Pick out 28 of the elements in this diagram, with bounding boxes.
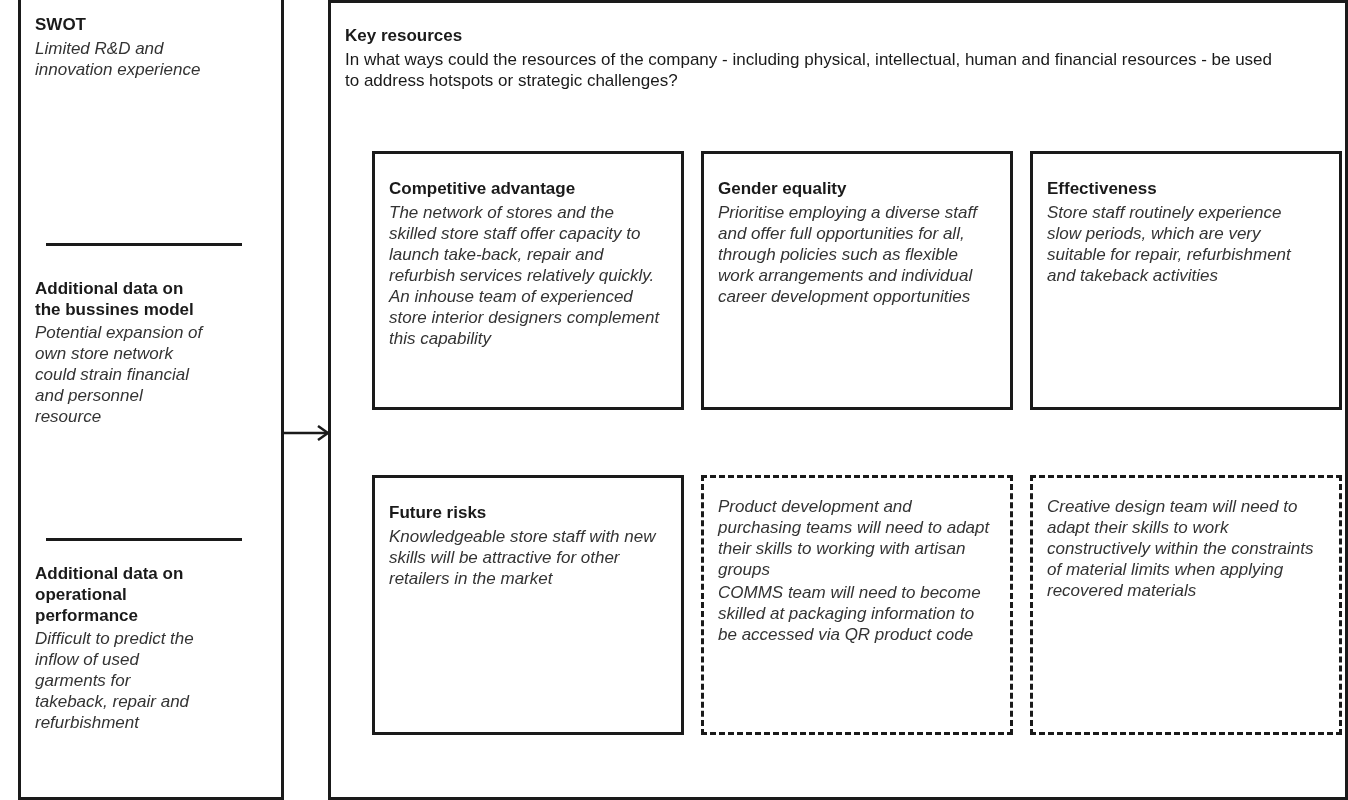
dashed-card bbox=[1030, 475, 1342, 735]
box-heading: Additional data on the bussines model bbox=[35, 278, 195, 320]
box-text: Knowledgeable store staff with new skills will be attractive for other retailers in the market bbox=[389, 526, 658, 589]
box-text: Store staff routinely experience slow periods, which are very suitable for repair, refurbishment and takeback activities bbox=[1047, 202, 1293, 286]
box-heading: Gender equality bbox=[718, 178, 848, 199]
card bbox=[1030, 151, 1342, 410]
box-heading: Effectiveness bbox=[1047, 178, 1158, 199]
box-heading: Competitive advantage bbox=[389, 178, 577, 199]
box-text: Difficult to predict the inflow of used garments for takeback, repair and refurbishment bbox=[35, 628, 195, 733]
side-panel bbox=[18, 0, 284, 800]
box-text: Potential expansion of own store network could strain financial and personnel resource bbox=[35, 322, 205, 427]
box-text: Product development and purchasing teams will need to adapt their skills to working with artisan groups bbox=[718, 496, 990, 580]
resources-panel bbox=[328, 0, 1348, 800]
dashed-card bbox=[701, 475, 1013, 735]
box-heading: SWOT bbox=[35, 14, 87, 35]
card bbox=[701, 151, 1013, 410]
box-heading: Future risks bbox=[389, 502, 488, 523]
box-text: COMMS team will need to become skilled at packaging information to be accessed via QR product code bbox=[718, 582, 982, 645]
box-heading: Additional data on operational performance bbox=[35, 563, 185, 626]
box-heading: Key resources bbox=[345, 25, 464, 46]
card bbox=[372, 151, 684, 410]
box-text: Prioritise employing a diverse staff and offer full opportunities for all, through policies such as flexible work arrangements and individual career development opportunities bbox=[718, 202, 980, 307]
box-text: In what ways could the resources of the company - including physical, intellectual, human and financial resources - be used to address hotspots or strategic challenges? bbox=[345, 49, 1273, 91]
box-text: Limited R&D and innovation experience bbox=[35, 38, 202, 80]
box-text: Creative design team will need to adapt their skills to work constructively within the constraints of material limits when applying recovered materials bbox=[1047, 496, 1315, 601]
box-text: The network of stores and the skilled store staff offer capacity to launch take-back, repair and refurbish services relatively quickly. An inhouse team of experienced store interior designers complement this capability bbox=[389, 202, 661, 349]
card bbox=[372, 475, 684, 735]
arrow bbox=[284, 424, 330, 442]
